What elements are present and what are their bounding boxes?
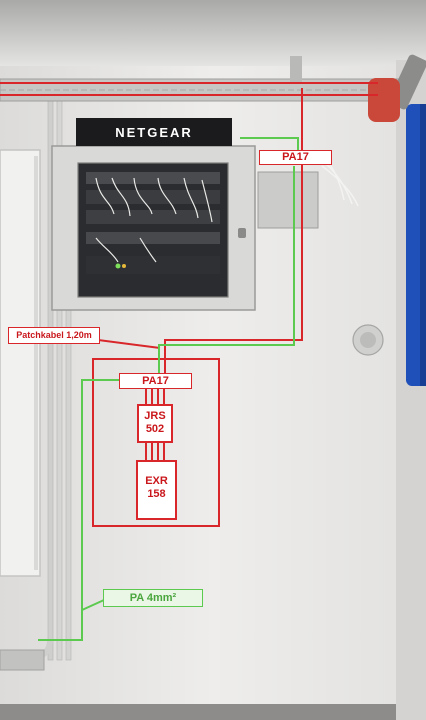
terminal-block: [257, 171, 319, 229]
exr-line-2: 158: [147, 488, 166, 500]
jrs-line-1: JRS: [144, 410, 166, 422]
device-group-box: [92, 358, 220, 527]
pa-ground-label: PA 4mm²: [103, 589, 203, 607]
left-cabinet-door-edge: [34, 156, 38, 570]
green-annotation-lines: [38, 137, 299, 641]
switch-2: [86, 210, 220, 224]
conduit-3: [65, 299, 72, 661]
tray-bracket: [290, 56, 302, 82]
cabinet-lock: [238, 228, 246, 238]
jrs-box: [137, 404, 173, 443]
patch-panel-2: [86, 232, 220, 244]
netgear-logo: NETGEAR: [76, 118, 232, 146]
exr-line-1: EXR: [145, 475, 168, 487]
jrs-line-2: 502: [145, 423, 165, 435]
bottom-bracket: [0, 649, 45, 671]
patch-panel-1: [86, 172, 220, 184]
pa17-box-label: PA17: [119, 373, 192, 389]
status-led-green: [115, 263, 121, 269]
red-fitting: [368, 78, 400, 122]
ceiling: [0, 0, 426, 66]
jrs-label: JRS 502: [138, 410, 172, 436]
red-annotation-lines: [0, 82, 378, 462]
round-outlet-inner: [360, 332, 376, 348]
pa17-top-label: PA17: [259, 150, 332, 165]
router: [86, 256, 220, 274]
patch-cables: [95, 177, 213, 263]
patchkabel-label: Patchkabel 1,20m: [8, 327, 100, 344]
exr-label: EXR 158: [137, 475, 176, 501]
status-led-amber: [122, 264, 126, 268]
exr-box: [136, 460, 177, 520]
switch-1: [86, 190, 220, 204]
left-cabinet: [0, 149, 41, 577]
blue-device-shade: [420, 104, 426, 386]
floor-strip: [0, 704, 426, 720]
